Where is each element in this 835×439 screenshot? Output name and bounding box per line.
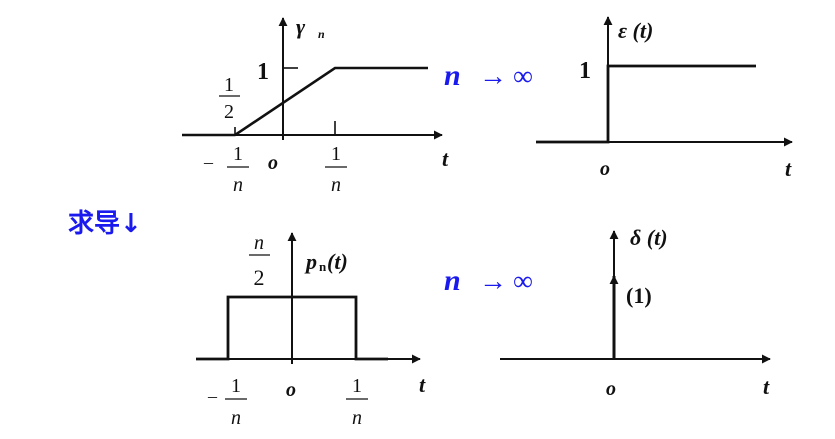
step-curve (536, 64, 756, 144)
pulse-y-label: p (304, 249, 317, 274)
ramp-half-den: 2 (224, 101, 234, 123)
ramp-x-label: t (442, 146, 449, 171)
impulse-y-label: δ (t) (630, 225, 668, 250)
ramp-pos-num: 1 (331, 143, 341, 165)
ramp-neg-num: 1 (233, 143, 243, 165)
ramp-pos-den: n (331, 174, 341, 196)
pulse-curve (196, 295, 388, 361)
ramp-origin: o (268, 152, 278, 174)
bottom-limit-arrow: → (479, 266, 507, 297)
ramp-y-label: γ (296, 14, 306, 39)
impulse-x-label: t (763, 374, 770, 399)
step-origin: o (600, 158, 610, 180)
top-limit-infinity: ∞ (513, 61, 533, 92)
step-graph: ε (t) 1 o t (536, 16, 793, 181)
step-y-label: ε (t) (618, 18, 653, 43)
ramp-curve (182, 66, 428, 137)
impulse-graph: δ (t) (1) o t (500, 225, 771, 400)
pulse-graph: n 2 p n (t) – 1 n o 1 n t (196, 232, 426, 429)
pulse-neg-sign: – (207, 386, 218, 406)
pulse-y-label-sub: n (319, 259, 327, 274)
ramp-y-label-sub: n (318, 27, 325, 41)
top-limit-label: n → ∞ (444, 59, 533, 92)
pulse-x-label: t (419, 372, 426, 397)
impulse-weight: (1) (626, 283, 652, 308)
bottom-limit-n: n (444, 264, 461, 297)
bottom-limit-infinity: ∞ (513, 266, 533, 297)
pulse-pos-den: n (352, 407, 362, 429)
bottom-limit-label: n → ∞ (444, 264, 533, 297)
pulse-top-den: 2 (254, 265, 265, 290)
pulse-neg-den: n (231, 407, 241, 429)
top-limit-n: n (444, 59, 461, 92)
pulse-y-label-arg: (t) (327, 249, 348, 274)
ramp-neg-den: n (233, 174, 243, 196)
ramp-graph: γ n 1 1 2 – 1 n o 1 n t (182, 14, 449, 196)
pulse-origin: o (286, 379, 296, 401)
derivative-label: 求导↓ (68, 209, 142, 239)
ramp-level-one: 1 (257, 59, 269, 85)
pulse-pos-num: 1 (352, 375, 362, 397)
ramp-neg-sign: – (203, 152, 214, 172)
impulse-origin: o (606, 378, 616, 400)
pulse-neg-num: 1 (231, 375, 241, 397)
step-level-one: 1 (579, 58, 591, 84)
ramp-half-num: 1 (224, 74, 234, 96)
top-limit-arrow: → (479, 61, 507, 92)
step-x-label: t (785, 156, 792, 181)
pulse-top-num: n (254, 232, 264, 254)
